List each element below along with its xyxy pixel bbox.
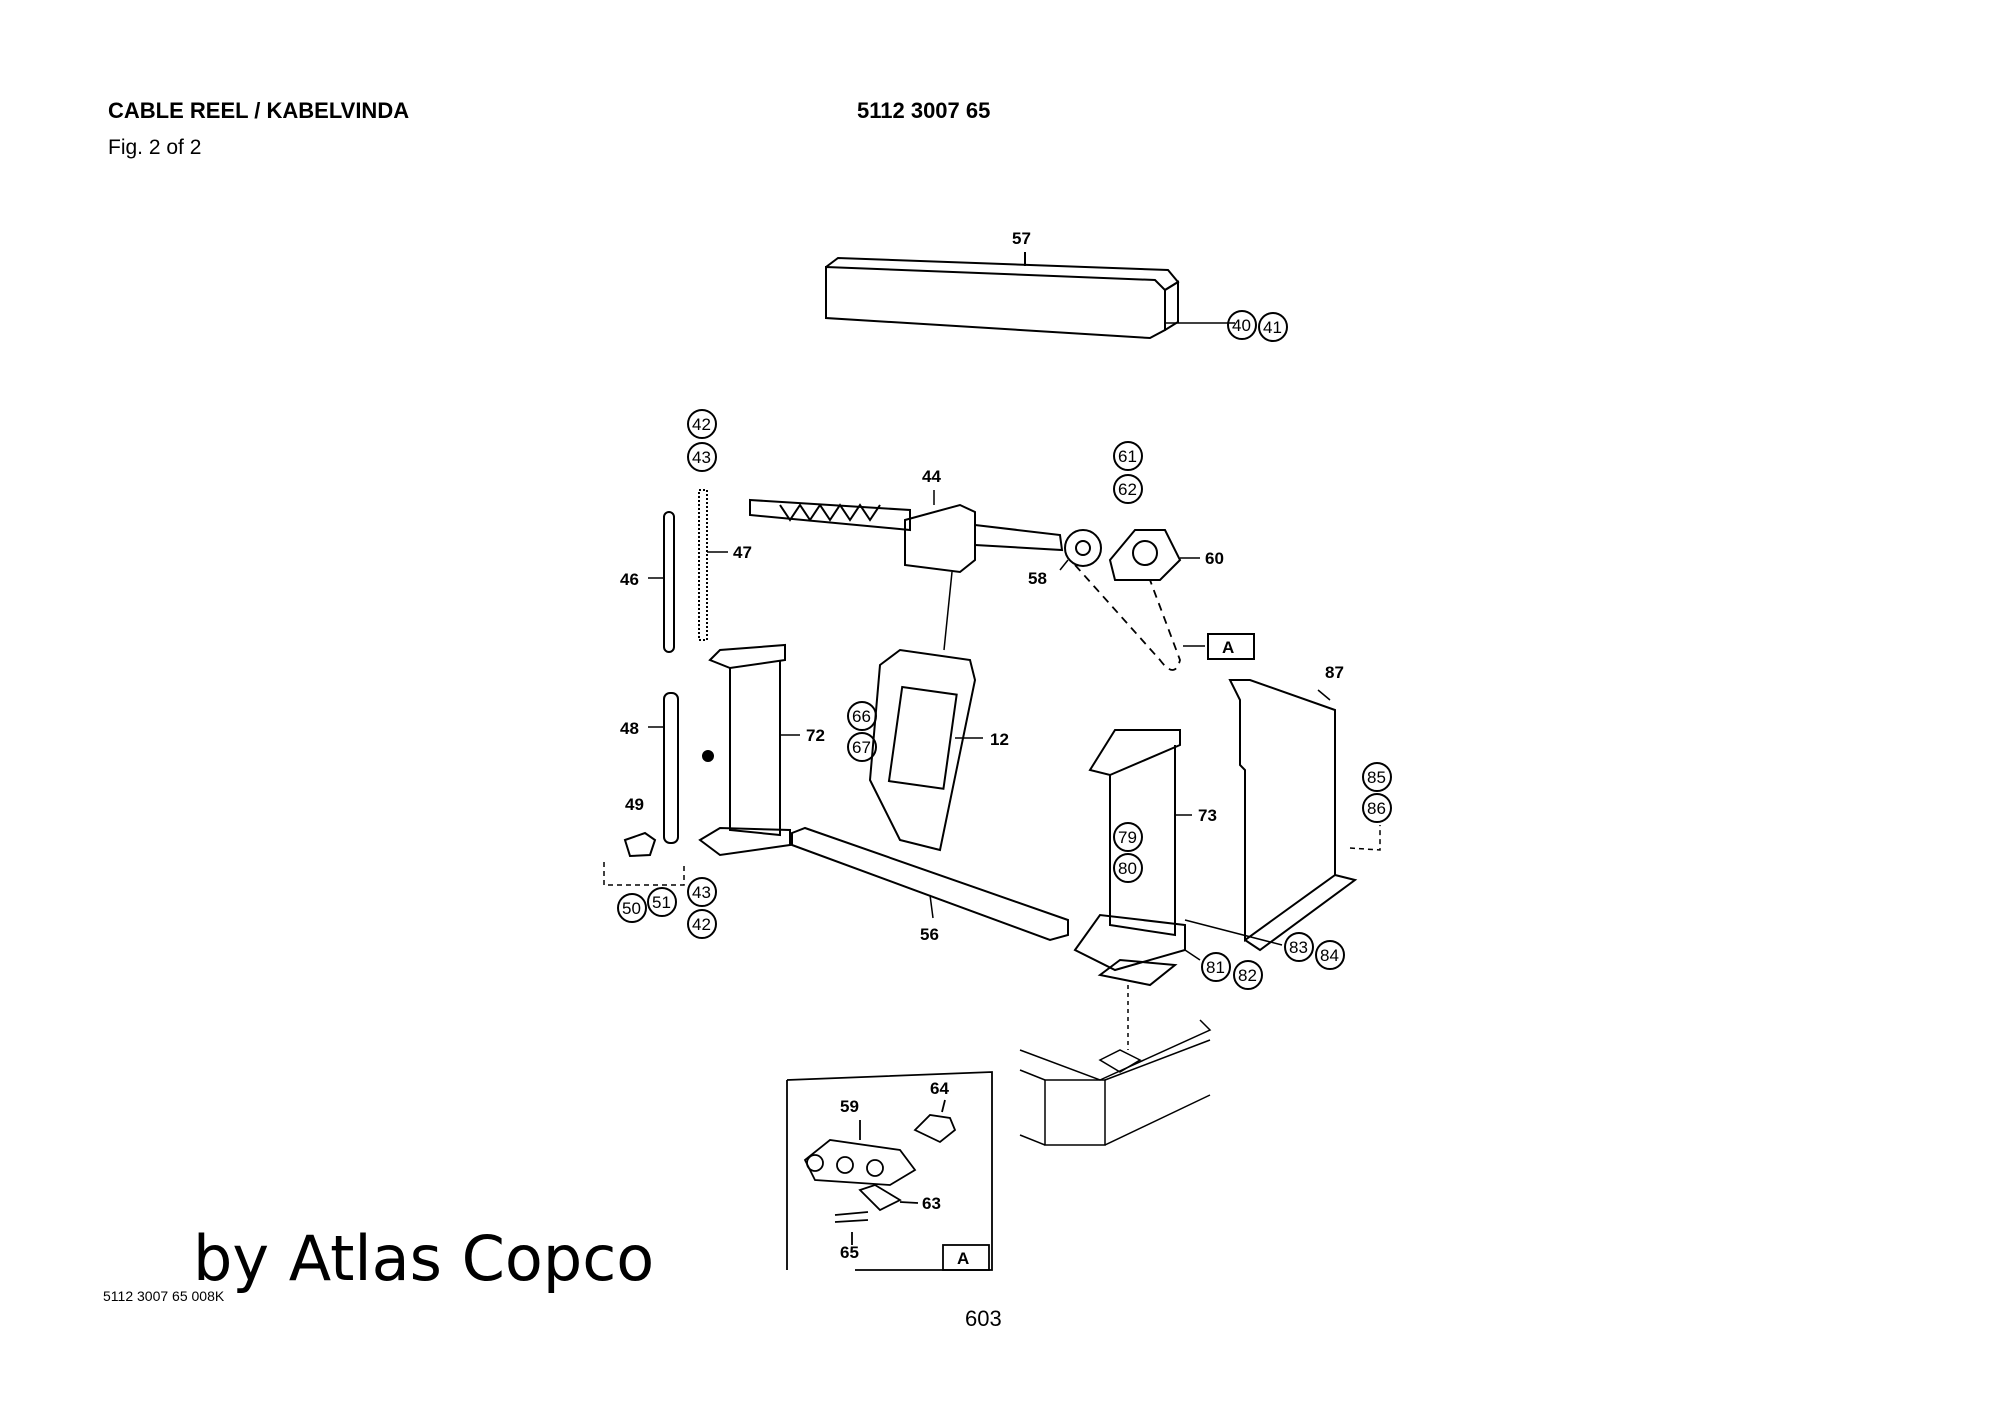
machine-base-outline	[1019, 985, 1212, 1146]
callout-58: 58	[1028, 569, 1047, 588]
part-48-sleeve	[648, 692, 679, 844]
callout-67: 67	[852, 738, 871, 757]
callout-circle-81	[1201, 952, 1231, 982]
watermark: by Atlas Copco	[193, 1222, 655, 1295]
callout-82: 82	[1238, 966, 1257, 985]
part-12-carriage-frame	[868, 648, 983, 852]
callout-circle-42-top	[687, 409, 717, 439]
part-73-right-bracket	[1073, 729, 1283, 987]
part-56-crossbar	[791, 826, 1069, 942]
part-47-threaded-rod	[698, 489, 728, 641]
callout-73: 73	[1198, 806, 1217, 825]
callout-circle-50	[617, 893, 647, 923]
part-60-bearing-block	[1108, 529, 1200, 581]
callout-51: 51	[652, 893, 671, 912]
callout-81: 81	[1206, 958, 1225, 977]
part-46-rod	[648, 511, 675, 653]
callout-66: 66	[852, 707, 871, 726]
part-58-sprocket	[1059, 529, 1102, 571]
callout-60: 60	[1205, 549, 1224, 568]
callout-87: 87	[1325, 663, 1344, 682]
callout-80: 80	[1118, 859, 1137, 878]
part-87-plate	[1228, 679, 1358, 952]
callout-44: 44	[922, 467, 941, 486]
callout-42-bottom: 42	[692, 915, 711, 934]
callout-72: 72	[806, 726, 825, 745]
callout-65: 65	[840, 1243, 859, 1262]
callout-43-top: 43	[692, 448, 711, 467]
callout-circle-62	[1113, 474, 1143, 504]
callout-12: 12	[990, 730, 1009, 749]
callout-A-ref: A	[1222, 638, 1234, 657]
figure-label: Fig. 2 of 2	[108, 136, 202, 159]
callout-64: 64	[930, 1079, 949, 1098]
callout-79: 79	[1118, 828, 1137, 847]
callout-40: 40	[1232, 316, 1251, 335]
callout-circle-41	[1258, 312, 1288, 342]
callout-86: 86	[1367, 799, 1386, 818]
part-72-left-bracket	[698, 643, 800, 857]
callout-63: 63	[922, 1194, 941, 1213]
detail-view-a-box	[786, 1071, 993, 1271]
callout-50: 50	[622, 899, 641, 918]
callout-59: 59	[840, 1097, 859, 1116]
callout-circle-40	[1227, 310, 1257, 340]
callout-circle-61	[1113, 441, 1143, 471]
callout-circle-43-bottom	[687, 877, 717, 907]
chain-path-dashed	[1074, 564, 1181, 671]
callout-circle-42-bottom	[687, 909, 717, 939]
callout-circle-43-top	[687, 442, 717, 472]
drawing-code: 5112 3007 65 008K	[103, 1288, 225, 1304]
callout-57: 57	[1012, 229, 1031, 248]
callout-46: 46	[620, 570, 639, 589]
part-57-cover	[825, 252, 1235, 340]
callout-42-top: 42	[692, 415, 711, 434]
callout-56: 56	[920, 925, 939, 944]
callout-circle-67	[847, 732, 877, 762]
callout-circle-79	[1113, 822, 1143, 852]
callout-83: 83	[1289, 938, 1308, 957]
callout-circle-51	[647, 887, 677, 917]
document-title: CABLE REEL / KABELVINDA	[108, 98, 410, 123]
part-number: 5112 3007 65	[857, 98, 991, 123]
callout-circle-80	[1113, 853, 1143, 883]
callout-A-detail: A	[957, 1249, 969, 1268]
callout-41: 41	[1263, 318, 1282, 337]
callout-49: 49	[625, 795, 644, 814]
callout-62: 62	[1118, 480, 1137, 499]
callout-circle-66	[847, 701, 877, 731]
callout-85: 85	[1367, 768, 1386, 787]
callout-48: 48	[620, 719, 639, 738]
callout-circle-82	[1233, 960, 1263, 990]
callout-84: 84	[1320, 946, 1339, 965]
callout-61: 61	[1118, 447, 1137, 466]
view-ref-box-a	[1207, 633, 1255, 660]
callout-circle-83	[1284, 932, 1314, 962]
callout-47: 47	[733, 543, 752, 562]
callout-circle-86	[1362, 793, 1392, 823]
part-44-screw-shaft	[749, 490, 1064, 651]
callout-43-bottom: 43	[692, 883, 711, 902]
page-number: 603	[965, 1306, 1002, 1331]
part-49-clip	[603, 831, 685, 886]
callout-circle-84	[1315, 940, 1345, 970]
callout-circle-85	[1362, 762, 1392, 792]
